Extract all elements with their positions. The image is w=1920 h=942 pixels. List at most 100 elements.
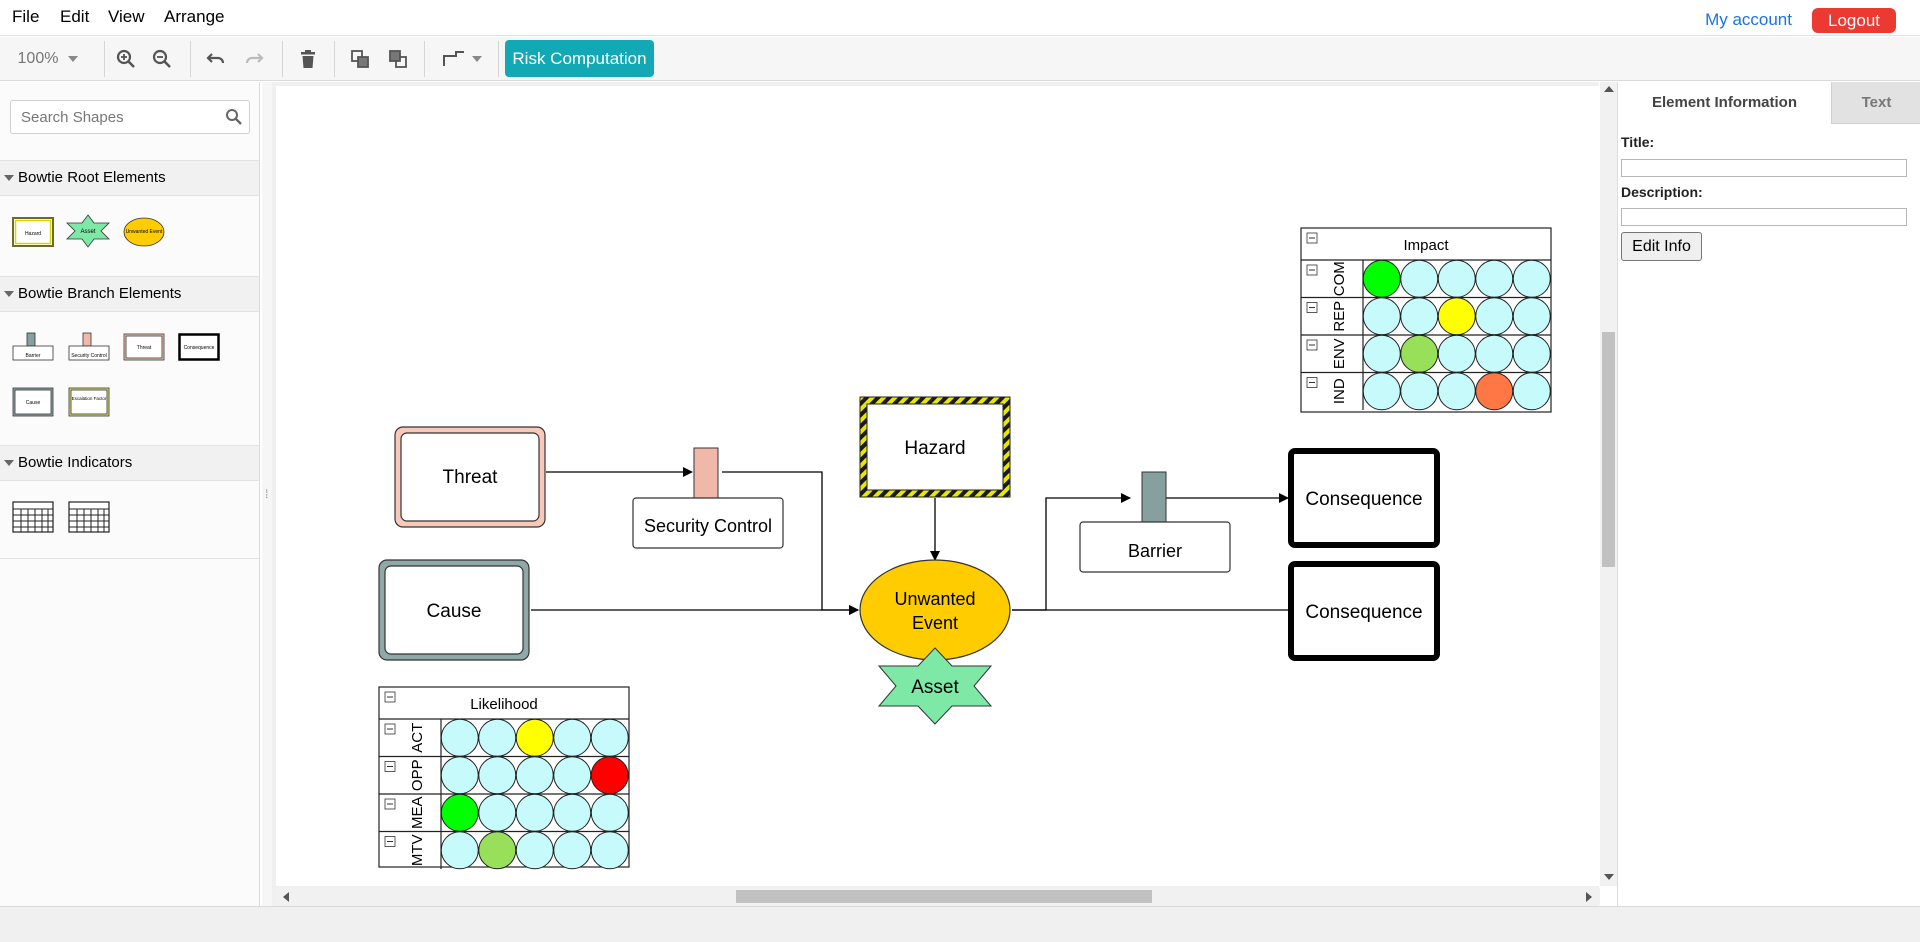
menu-arrange[interactable]: Arrange [164, 7, 225, 26]
likelihood-level-circle[interactable] [553, 793, 592, 832]
tab-text[interactable]: Text [1831, 82, 1920, 124]
impact-level-circle[interactable] [1512, 372, 1551, 411]
sidebar-resize-handle[interactable]: ⁞ [262, 82, 272, 906]
likelihood-level-circle[interactable] [590, 756, 629, 795]
zoom-in-icon[interactable] [114, 45, 138, 73]
logout-button[interactable]: Logout [1812, 8, 1896, 33]
to-front-icon[interactable] [348, 45, 372, 73]
impact-level-circle[interactable] [1437, 297, 1476, 336]
impact-row-label: IND [1331, 378, 1348, 404]
likelihood-level-circle[interactable] [478, 756, 517, 795]
impact-level-circle[interactable] [1400, 334, 1439, 373]
palette-label: Barrier [25, 353, 40, 359]
vertical-scrollbar[interactable] [1600, 82, 1617, 886]
menu-view[interactable]: View [108, 7, 145, 26]
likelihood-level-circle[interactable] [515, 718, 554, 757]
palette-escalation-factor[interactable]: Escalation Factor [68, 387, 110, 417]
impact-level-circle[interactable] [1362, 297, 1401, 336]
delete-icon[interactable] [296, 45, 320, 73]
impact-level-circle[interactable] [1400, 372, 1439, 411]
likelihood-level-circle[interactable] [440, 831, 479, 870]
search-input[interactable] [19, 105, 219, 129]
barrier-node[interactable]: Barrier [1079, 471, 1231, 573]
palette-unwanted-event[interactable]: Unwanted Event [122, 216, 166, 248]
menu-file[interactable]: File [12, 7, 40, 26]
scroll-right-icon[interactable] [1586, 892, 1592, 902]
palette-security-control[interactable]: Security Control [68, 332, 110, 362]
impact-level-circle[interactable] [1362, 259, 1401, 298]
likelihood-level-circle[interactable] [553, 831, 592, 870]
likelihood-level-circle[interactable] [478, 793, 517, 832]
impact-level-circle[interactable] [1475, 297, 1514, 336]
zoom-out-icon[interactable] [150, 45, 174, 73]
likelihood-level-circle[interactable] [590, 718, 629, 757]
likelihood-level-circle[interactable] [515, 793, 554, 832]
likelihood-level-circle[interactable] [515, 756, 554, 795]
scroll-up-icon[interactable] [1604, 86, 1614, 92]
scroll-down-icon[interactable] [1604, 874, 1614, 880]
impact-level-circle[interactable] [1437, 259, 1476, 298]
menu-edit[interactable]: Edit [60, 7, 90, 26]
impact-level-circle[interactable] [1512, 334, 1551, 373]
consequence-node-1[interactable]: Consequence [1288, 448, 1440, 548]
diagram-page[interactable]: Threat Security Control Cause Hazard Unw… [276, 86, 1600, 886]
palette-cause[interactable]: Cause [12, 387, 54, 417]
zoom-dropdown[interactable]: 100% [10, 45, 86, 73]
tab-element-information[interactable]: Element Information [1618, 82, 1831, 124]
impact-level-circle[interactable] [1475, 259, 1514, 298]
security-control-node[interactable]: Security Control [632, 447, 784, 549]
redo-icon[interactable] [242, 45, 266, 73]
horizontal-scroll-thumb[interactable] [736, 890, 1152, 903]
threat-node[interactable]: Threat [394, 426, 546, 528]
likelihood-level-circle[interactable] [440, 756, 479, 795]
horizontal-scrollbar[interactable] [276, 888, 1600, 905]
risk-computation-button[interactable]: Risk Computation [505, 40, 654, 77]
impact-level-circle[interactable] [1437, 372, 1476, 411]
palette-asset[interactable]: Asset [66, 214, 110, 248]
undo-icon[interactable] [204, 45, 228, 73]
section-root-elements[interactable]: Bowtie Root Elements [0, 160, 259, 196]
section-branch-elements[interactable]: Bowtie Branch Elements [0, 276, 259, 312]
description-field[interactable] [1621, 208, 1907, 226]
likelihood-level-circle[interactable] [478, 718, 517, 757]
impact-level-circle[interactable] [1362, 372, 1401, 411]
impact-level-circle[interactable] [1400, 297, 1439, 336]
likelihood-level-circle[interactable] [553, 756, 592, 795]
impact-level-circle[interactable] [1512, 297, 1551, 336]
likelihood-level-circle[interactable] [590, 831, 629, 870]
search-icon[interactable] [225, 108, 243, 131]
likelihood-level-circle[interactable] [440, 793, 479, 832]
asset-node[interactable]: Asset [877, 647, 993, 725]
impact-level-circle[interactable] [1400, 259, 1439, 298]
impact-level-circle[interactable] [1475, 372, 1514, 411]
unwanted-event-node[interactable]: Unwanted Event [859, 559, 1011, 661]
impact-level-circle[interactable] [1512, 259, 1551, 298]
likelihood-level-circle[interactable] [478, 831, 517, 870]
palette-barrier[interactable]: Barrier [12, 332, 54, 362]
palette-threat[interactable]: Threat [123, 333, 165, 361]
likelihood-level-circle[interactable] [553, 718, 592, 757]
to-back-icon[interactable] [386, 45, 410, 73]
scroll-left-icon[interactable] [283, 892, 289, 902]
palette-consequence[interactable]: Consequence [178, 333, 220, 361]
my-account-link[interactable]: My account [1705, 10, 1792, 29]
waypoints-icon[interactable] [440, 45, 484, 73]
impact-level-circle[interactable] [1362, 334, 1401, 373]
edit-info-button[interactable]: Edit Info [1621, 232, 1702, 261]
likelihood-matrix-icon[interactable] [12, 501, 54, 533]
likelihood-level-circle[interactable] [590, 793, 629, 832]
impact-level-circle[interactable] [1475, 334, 1514, 373]
hazard-node[interactable]: Hazard [859, 396, 1011, 498]
consequence-node-2[interactable]: Consequence [1288, 561, 1440, 661]
impact-matrix-icon[interactable] [68, 501, 110, 533]
title-field[interactable] [1621, 159, 1907, 177]
vertical-scroll-thumb[interactable] [1602, 332, 1615, 567]
impact-level-circle[interactable] [1437, 334, 1476, 373]
palette-hazard[interactable]: Hazard [12, 217, 54, 247]
section-indicators[interactable]: Bowtie Indicators [0, 445, 259, 481]
likelihood-level-circle[interactable] [515, 831, 554, 870]
likelihood-level-circle[interactable] [440, 718, 479, 757]
cause-node[interactable]: Cause [378, 559, 530, 661]
